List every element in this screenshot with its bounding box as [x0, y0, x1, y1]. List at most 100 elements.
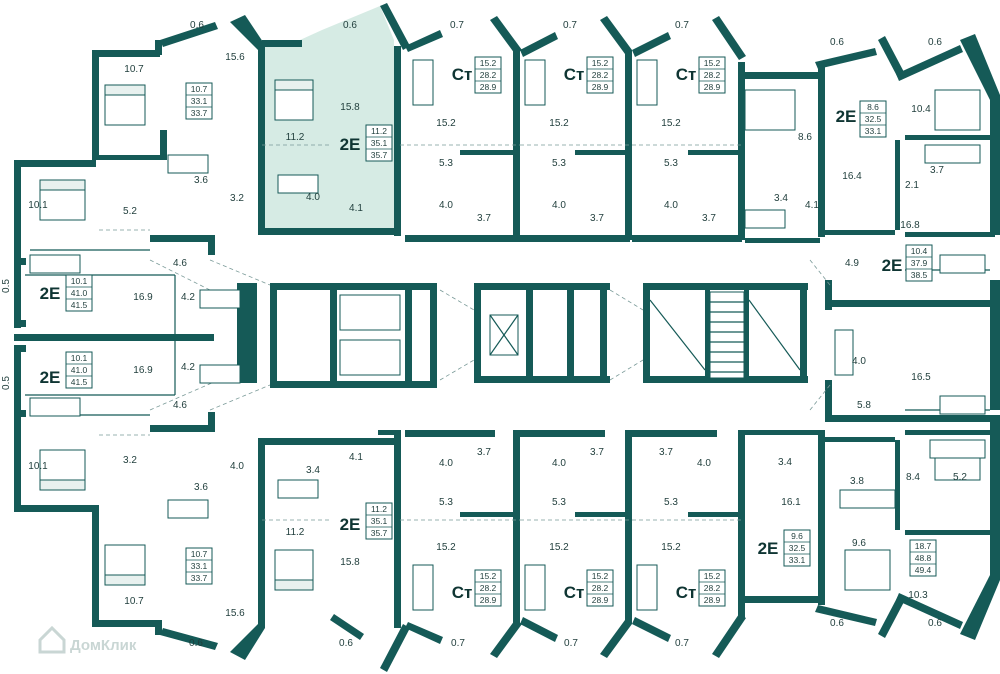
room-area-label: 4.0	[552, 458, 566, 469]
room-area-label: 3.2	[123, 455, 137, 466]
room-area-label: 15.2	[436, 542, 456, 553]
total-area-with-balcony: 28.9	[704, 82, 721, 92]
total-area-with-balcony: 35.7	[371, 150, 388, 160]
total-area: 28.2	[480, 70, 497, 80]
area-box	[905, 244, 933, 282]
total-area-with-balcony: 49.4	[915, 565, 932, 575]
room-area-label: 4.0	[306, 192, 320, 203]
apartment-type-label: 2Е	[758, 539, 779, 558]
room-area-label: 5.3	[552, 158, 566, 169]
total-area: 28.2	[592, 70, 609, 80]
room-area-label: 3.4	[306, 465, 320, 476]
room-area-label: 15.8	[340, 557, 360, 568]
living-area: 11.2	[371, 504, 387, 514]
total-area-with-balcony: 33.1	[865, 126, 882, 136]
room-area-label: 5.2	[953, 472, 967, 483]
total-area: 41.0	[71, 365, 88, 375]
living-area: 15.2	[592, 58, 609, 68]
total-area: 32.5	[865, 114, 882, 124]
room-area-label: 4.2	[181, 292, 195, 303]
total-area-with-balcony: 28.9	[592, 82, 609, 92]
total-area: 35.1	[371, 138, 388, 148]
room-area-label: 3.7	[477, 447, 491, 458]
room-area-label: 10.1	[28, 200, 48, 211]
apartment-tag-u16[interactable]: 3Е18.748.849.4	[909, 539, 937, 577]
total-area-with-balcony: 28.9	[704, 595, 721, 605]
room-area-label: 3.7	[590, 213, 604, 224]
total-area: 28.2	[704, 583, 721, 593]
room-area-label: 3.6	[194, 482, 208, 493]
living-area: 11.2	[371, 126, 387, 136]
living-area: 15.2	[480, 58, 497, 68]
total-area-with-balcony: 28.9	[480, 595, 497, 605]
room-area-label: 9.6	[852, 538, 866, 549]
room-area-label: 15.2	[549, 118, 569, 129]
total-area: 33.1	[191, 96, 208, 106]
apartment-tag-u06[interactable]: 2Е 8.6 32.5 33.1	[836, 100, 887, 138]
interior-walls	[92, 130, 995, 535]
living-area: 10.7	[191, 549, 208, 559]
room-area-label: 0.6	[928, 37, 942, 48]
room-area-label: 2.1	[905, 180, 919, 191]
room-area-label: 15.2	[661, 542, 681, 553]
living-area: 15.2	[704, 571, 721, 581]
room-area-label: 0.6	[928, 618, 942, 629]
total-area: 48.8	[915, 553, 932, 563]
apartment-type-label: 2Е	[836, 107, 857, 126]
room-area-label: 8.4	[906, 472, 920, 483]
total-area: 33.1	[191, 561, 208, 571]
room-area-label: 4.0	[697, 458, 711, 469]
room-area-label: 16.4	[842, 171, 862, 182]
room-area-label: 10.7	[124, 64, 144, 75]
total-area: 37.9	[911, 258, 928, 268]
room-area-label: 4.1	[349, 452, 363, 463]
room-area-label: 15.6	[225, 52, 245, 63]
area-box	[185, 547, 213, 585]
room-area-label: 3.7	[477, 213, 491, 224]
total-area-with-balcony: 35.7	[371, 528, 388, 538]
apartment-type-label: Ст	[676, 65, 697, 84]
total-area-with-balcony: 33.1	[789, 555, 806, 565]
room-area-label: 3.4	[774, 193, 788, 204]
room-area-label: 3.8	[850, 476, 864, 487]
room-area-label: 15.8	[340, 102, 360, 113]
room-area-label: 3.6	[194, 175, 208, 186]
living-area: 10.1	[71, 353, 88, 363]
house-logo-icon	[38, 625, 66, 654]
room-area-label: 3.7	[930, 165, 944, 176]
room-area-label: 11.2	[286, 527, 305, 538]
apartment-type-label: 2Е	[340, 515, 361, 534]
room-area-label: 0.6	[830, 618, 844, 629]
total-area-with-balcony: 41.5	[71, 300, 88, 310]
room-area-label: 4.1	[805, 200, 819, 211]
room-area-label: 3.2	[230, 193, 244, 204]
apartment-tags: 2Е10.733.133.72Е11.235.135.7Ст15.228.228…	[40, 56, 937, 607]
apartment-tag-u15[interactable]: 2Е9.632.533.1	[758, 529, 811, 567]
apartment-type-label: Ст	[452, 65, 473, 84]
room-area-label: 15.6	[225, 608, 245, 619]
living-area: 10.4	[911, 246, 928, 256]
area-box	[474, 56, 502, 94]
room-area-label: 4.9	[845, 258, 859, 269]
area-box	[698, 56, 726, 94]
living-area: 10.1	[71, 276, 88, 286]
living-area: 18.7	[915, 541, 932, 551]
room-area-label: 4.0	[852, 356, 866, 367]
living-area: 8.6	[867, 102, 879, 112]
staircase	[339, 291, 801, 379]
room-area-label: 15.2	[436, 118, 456, 129]
room-area-label: 3.4	[778, 457, 792, 468]
